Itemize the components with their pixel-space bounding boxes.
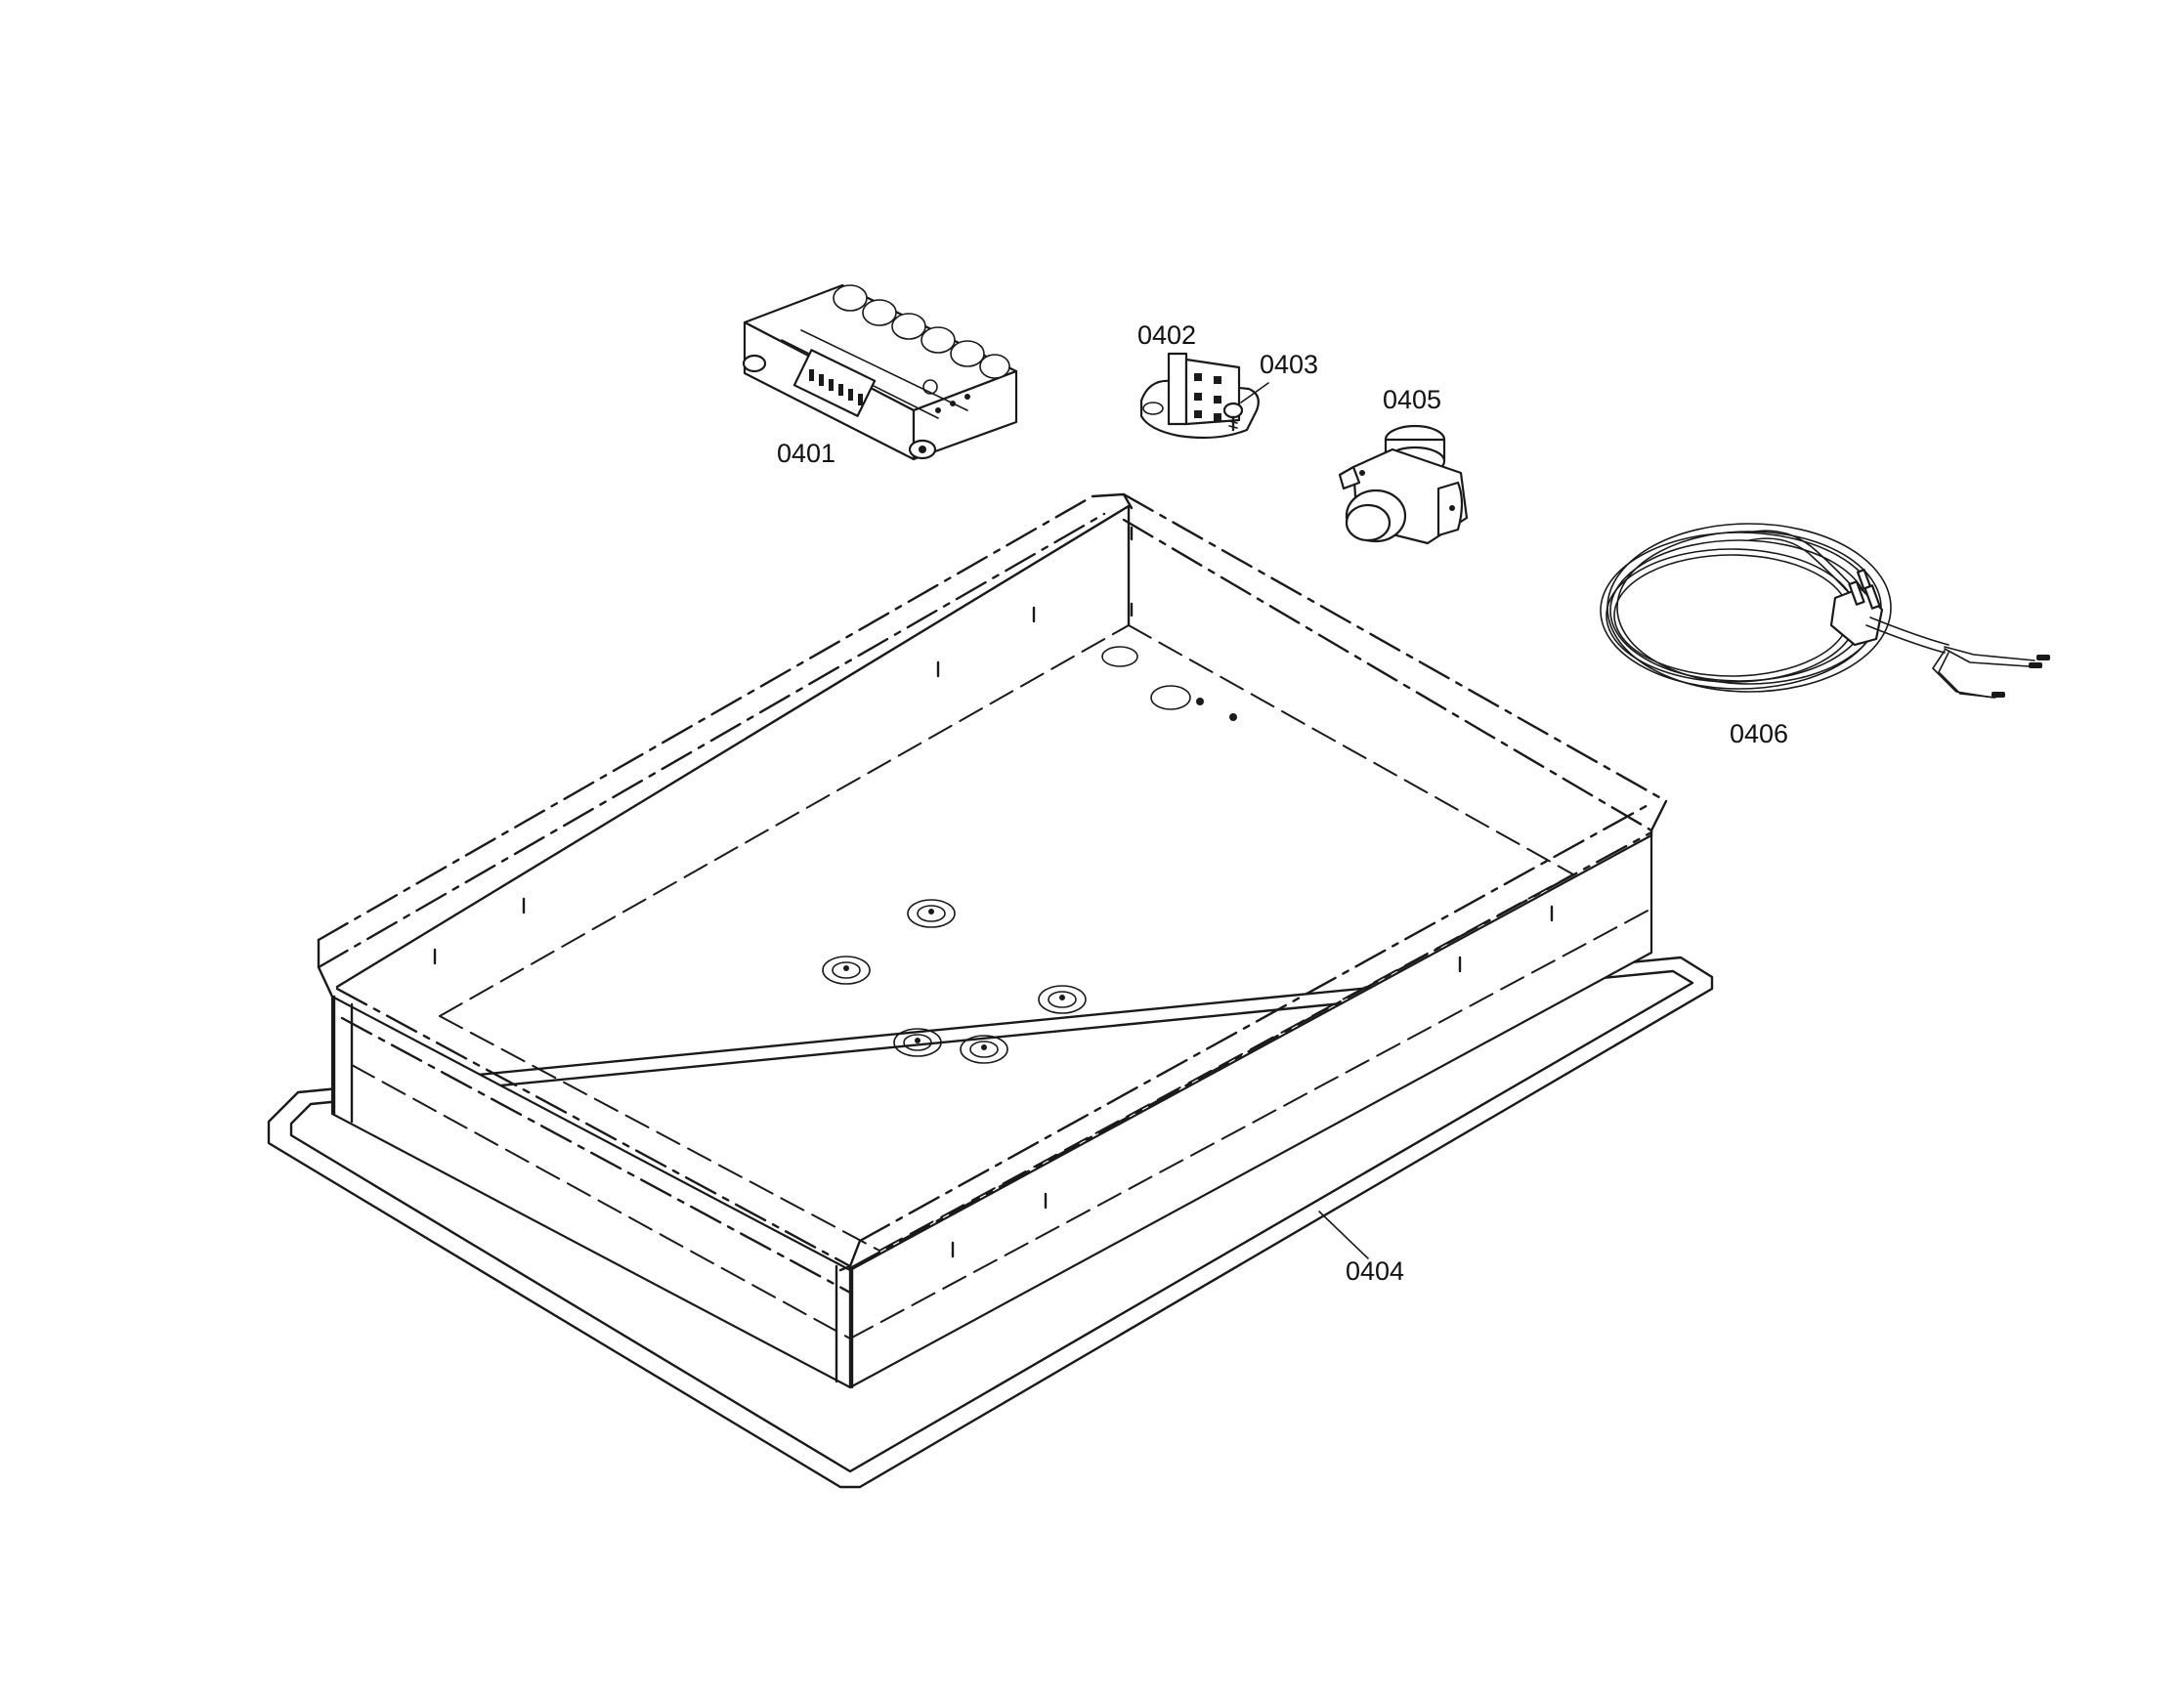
burner-seat-5 [960, 1035, 1008, 1064]
part-0403-screw [1222, 382, 1269, 432]
burner-seat-1 [907, 899, 956, 928]
part-label-0401: 0401 [777, 439, 835, 468]
part-0404-cooktop-box [267, 492, 1714, 1489]
part-label-0406: 0406 [1730, 719, 1788, 748]
burner-seat-2 [822, 956, 871, 985]
part-label-0405: 0405 [1383, 385, 1441, 414]
part-0405-pressure-regulator [1338, 424, 1469, 545]
part-label-0403: 0403 [1260, 350, 1318, 379]
part-0402-terminal-block [1139, 352, 1260, 440]
burner-seat-3 [1038, 985, 1087, 1014]
part-label-0404: 0404 [1346, 1256, 1404, 1286]
part-0406-power-cord [1600, 523, 2050, 699]
burner-seat-4 [893, 1028, 942, 1057]
part-0401-spark-module [742, 283, 1018, 461]
part-label-0402: 0402 [1137, 320, 1196, 350]
